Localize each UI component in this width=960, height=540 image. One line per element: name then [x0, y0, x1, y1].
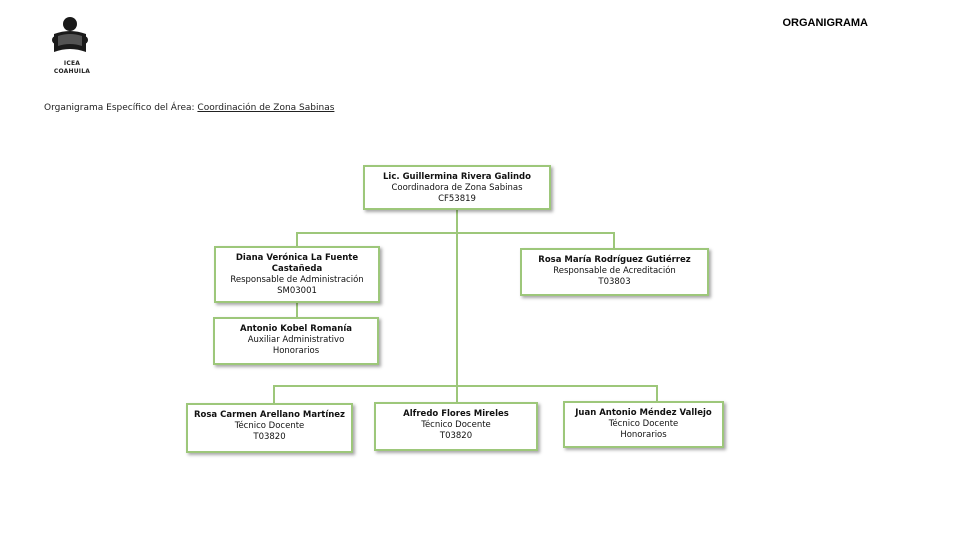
node-name: Rosa Carmen Arellano Martínez: [193, 410, 345, 420]
node-name: Alfredo Flores Mireles: [403, 409, 509, 419]
node-role: Coordinadora de Zona Sabinas: [391, 183, 523, 193]
node-code: T03803: [598, 277, 631, 287]
org-node-assistant: Antonio Kobel Romanía Auxiliar Administr…: [213, 317, 379, 365]
node-role: Responsable de Administración: [230, 275, 364, 285]
subtitle-prefix: Organigrama Específico del Área:: [44, 103, 198, 113]
node-name: Diana Verónica La Fuente Castañeda: [235, 253, 359, 274]
node-code: CF53819: [438, 194, 476, 204]
chart-subtitle: Organigrama Específico del Área: Coordin…: [44, 103, 334, 113]
node-role: Auxiliar Administrativo: [247, 335, 345, 345]
connector-teacher2-drop: [456, 385, 458, 403]
node-role: Técnico Docente: [421, 420, 491, 430]
connector-teacher1-drop: [273, 385, 275, 404]
org-node-teacher-3: Juan Antonio Méndez Vallejo Técnico Doce…: [563, 401, 724, 448]
connector-admin-assistant: [296, 302, 298, 318]
node-name: Antonio Kobel Romanía: [240, 324, 352, 334]
node-code: Honorarios: [272, 346, 320, 356]
org-node-teacher-2: Alfredo Flores Mireles Técnico Docente T…: [374, 402, 538, 451]
org-node-coordinator: Lic. Guillermina Rivera Galindo Coordina…: [363, 165, 551, 210]
node-code: T03820: [439, 431, 473, 441]
org-node-teacher-1: Rosa Carmen Arellano Martínez Técnico Do…: [186, 403, 353, 453]
connector-level3-horizontal: [273, 385, 658, 387]
connector-teacher3-drop: [656, 385, 658, 402]
node-code: T03820: [253, 432, 286, 442]
connector-accreditation-drop: [613, 232, 615, 249]
connector-trunk: [456, 208, 458, 386]
node-code: Honorarios: [620, 430, 667, 440]
connector-level2-horizontal: [296, 232, 614, 234]
logo-text-icea: ICEA: [63, 60, 81, 67]
node-name: Rosa María Rodríguez Gutiérrez: [538, 255, 691, 265]
node-name: Lic. Guillermina Rivera Galindo: [383, 172, 531, 182]
logo-text-coahuila: COAHUILA: [53, 68, 91, 75]
node-code: SM03001: [277, 286, 317, 296]
org-node-admin: Diana Verónica La Fuente Castañeda Respo…: [214, 246, 380, 303]
org-node-accreditation: Rosa María Rodríguez Gutiérrez Responsab…: [520, 248, 709, 296]
node-role: Responsable de Acreditación: [553, 266, 676, 276]
node-name: Juan Antonio Méndez Vallejo: [575, 408, 712, 418]
connector-admin-drop: [296, 232, 298, 247]
icea-logo: ICEA COAHUILA: [48, 16, 96, 80]
node-role: Técnico Docente: [608, 419, 679, 429]
subtitle-area: Coordinación de Zona Sabinas: [197, 103, 335, 113]
node-role: Técnico Docente: [234, 421, 305, 431]
page-title: ORGANIGRAMA: [782, 17, 868, 29]
reader-icon: [52, 17, 88, 52]
